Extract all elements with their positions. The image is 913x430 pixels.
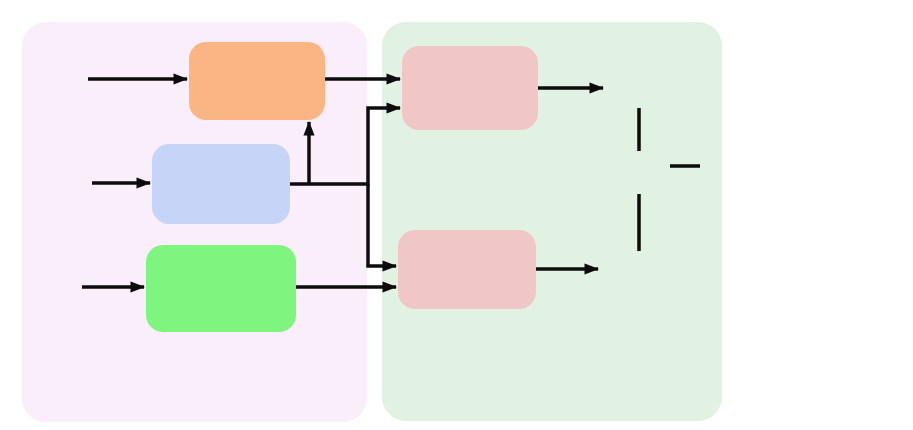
group-edges: [82, 73, 700, 293]
orange-node: [189, 42, 325, 120]
group-nodes: [146, 42, 538, 332]
edge-blue-to-rose-top: [290, 102, 402, 186]
green-node: [146, 245, 296, 332]
blue-node: [152, 144, 290, 224]
rose-node-bottom: [398, 230, 536, 309]
group-panels: [22, 22, 722, 422]
edge-branch-to-rose-bottom: [366, 184, 398, 272]
rose-node-top: [402, 46, 538, 130]
